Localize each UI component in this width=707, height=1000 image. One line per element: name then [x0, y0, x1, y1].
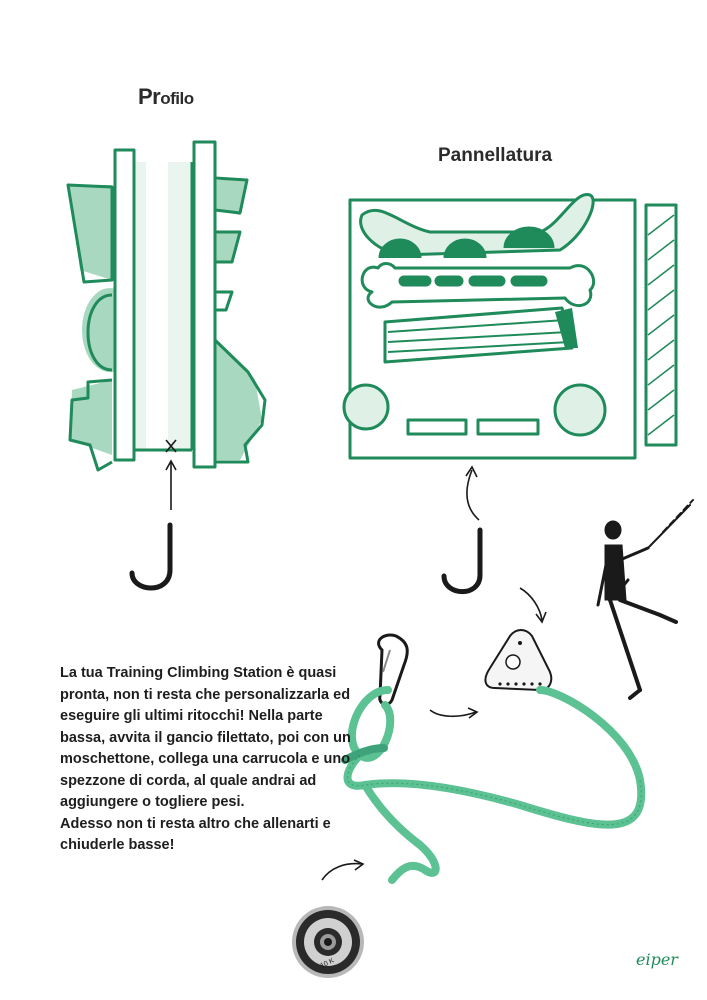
artist-signature: eiper: [636, 950, 678, 969]
weight-plate-icon: 10 K: [292, 906, 364, 978]
profile-title-rest: ofilo: [160, 89, 194, 108]
instructions-paragraph: La tua Training Climbing Station è quasi…: [60, 665, 351, 810]
arrow-icon: [519, 587, 543, 621]
rope-icon: [341, 686, 646, 884]
instructions-text: La tua Training Climbing Station è quasi…: [60, 663, 360, 857]
threaded-hook-icon: [441, 527, 483, 594]
threaded-hook-icon: [129, 522, 173, 591]
panel-drawing: [342, 193, 678, 460]
profile-hook-pointer: [165, 439, 177, 510]
panel-title: Pannellatura: [438, 145, 553, 166]
climber-figure-icon: [596, 499, 694, 700]
arrow-icon: [429, 709, 477, 718]
profile-title: Profilo: [138, 84, 194, 110]
panel-hook-pointer: [466, 469, 480, 521]
arrow-icon: [321, 862, 363, 881]
instructions-paragraph: Adesso non ti resta altro che allenarti …: [60, 815, 331, 854]
profile-drawing: [66, 140, 267, 472]
profile-title-initial: Pr: [138, 84, 161, 109]
pulley-device-icon: [484, 629, 553, 692]
